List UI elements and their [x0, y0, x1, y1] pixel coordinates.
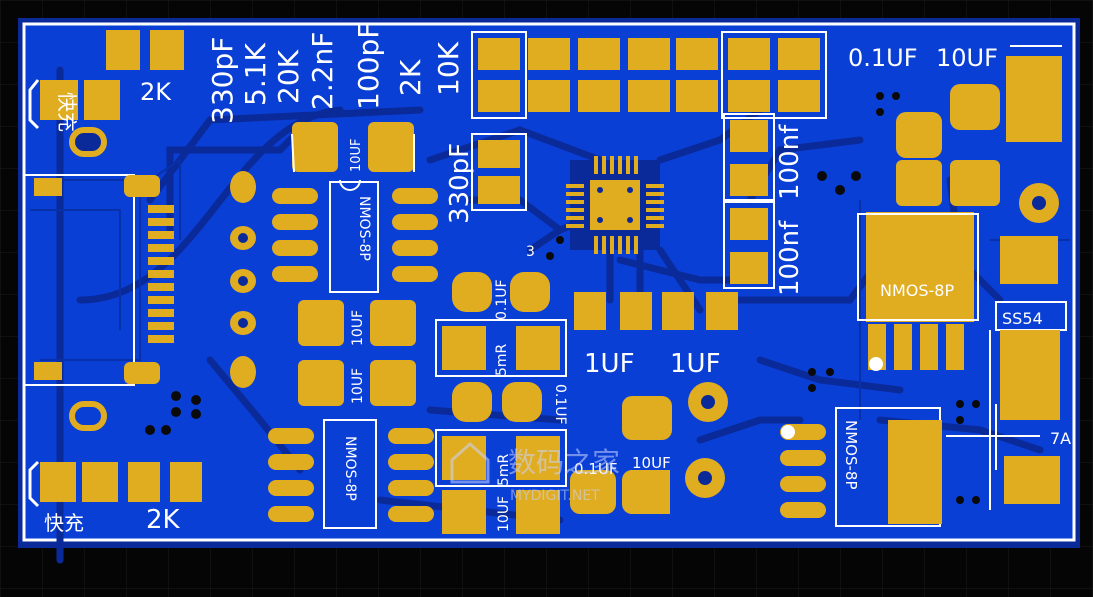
label-bottom-left-res: 2K [146, 505, 181, 535]
trace-outline-layer [30, 158, 1070, 420]
left-mosfet-top-outline [329, 181, 379, 293]
watermark: 数码之家 MYDIGIT.NET [450, 441, 620, 504]
label-2n2: 2.2nF [306, 32, 339, 110]
top-left-led [28, 30, 184, 130]
left-mosfet-bottom-outline [323, 419, 377, 529]
left-capacitors [292, 122, 416, 406]
left-mosfet-bottom [268, 428, 434, 522]
label-bottom-left-cn: 快充 [44, 511, 84, 535]
vias [145, 92, 980, 504]
bottom-left-led [28, 460, 202, 508]
label-5k1: 5.1K [239, 42, 272, 106]
label-top-right-01uf: 0.1UF [848, 44, 918, 72]
label-c-10uf-e: 10UF [632, 454, 671, 472]
usb-connector [23, 127, 174, 431]
watermark-cn: 数码之家 [508, 446, 620, 479]
label-c-10uf-b: 10UF [350, 310, 366, 346]
label-c-100nf-b: 100nf [775, 220, 805, 296]
label-c-10uf-a: 10UF [349, 138, 364, 172]
right-mosfet-top [857, 212, 979, 371]
controller-ic [566, 156, 664, 254]
label-c-100nf-a: 100nf [775, 124, 805, 200]
label-r-5mr-a: 5mR [494, 343, 510, 376]
label-top-left-cn: 快充 [55, 92, 79, 132]
label-c-10uf-c: 10UF [350, 368, 366, 404]
label-nmos-right-top: NMOS-8P [880, 281, 954, 300]
watermark-url: MYDIGIT.NET [510, 488, 600, 504]
label-20k: 20K [272, 49, 305, 104]
label-c-01uf-b: 0.1UF [552, 384, 568, 425]
right-pad [1000, 236, 1058, 284]
label-nmos-left-top: NMOS-8P [356, 196, 372, 261]
header-pin-holes [238, 233, 248, 328]
right-mosfet-bottom [780, 407, 942, 527]
label-c-10uf-d: 10UF [496, 496, 512, 532]
label-top-right-10uf: 10UF [936, 44, 998, 72]
left-mosfet-top [272, 188, 438, 282]
right-top-caps [896, 56, 1062, 206]
one-uf-caps [574, 292, 738, 330]
silk-lines [291, 45, 1062, 470]
label-nmos-right-bot: NMOS-8P [842, 420, 860, 490]
output-caps [570, 396, 672, 514]
label-r-5mr-b: 5mR [496, 453, 512, 486]
label-c-01uf-mid: 0.1UF [494, 279, 510, 320]
label-c-330pf-mid: 330pF [445, 143, 475, 224]
decoupling-caps [730, 120, 768, 284]
label-10k: 10K [432, 41, 465, 96]
current-shunts [442, 272, 560, 534]
label-top-left-res: 2K [140, 78, 172, 106]
label-nmos-left-bot: NMOS-8P [342, 436, 358, 501]
label-c-1uf-a: 1UF [584, 349, 635, 379]
diode-ss54 [989, 301, 1067, 510]
label-c-01uf-c: 0.1UF [574, 460, 617, 478]
resistor-array [478, 38, 820, 204]
label-100pf: 100pF [352, 23, 385, 110]
label-current: 7A [1050, 429, 1071, 448]
label-diode: SS54 [1002, 309, 1043, 328]
label-330pf: 330pF [206, 37, 239, 124]
label-2k: 2K [394, 59, 427, 96]
label-c-1uf-b: 1UF [670, 349, 721, 379]
label-pin3: 3 [526, 244, 535, 260]
